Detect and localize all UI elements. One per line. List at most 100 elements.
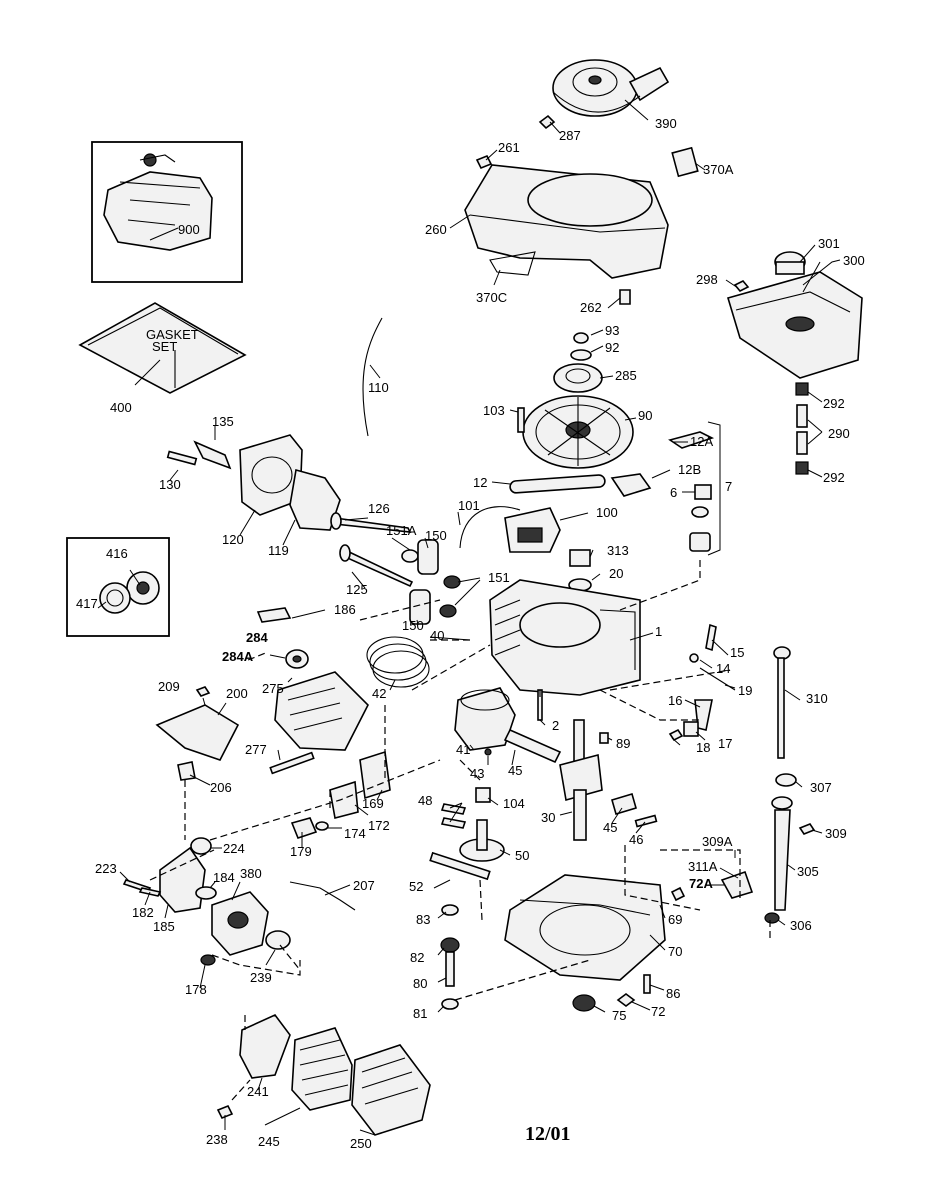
part-number-label-309: 309 bbox=[825, 826, 847, 841]
gasket-set-part-400[interactable] bbox=[78, 302, 247, 394]
washer-part-7a[interactable] bbox=[691, 506, 709, 518]
valve-cover-part-7b[interactable] bbox=[689, 532, 711, 552]
gasket-part-186[interactable] bbox=[256, 607, 292, 623]
spring-part-150-lower[interactable] bbox=[409, 589, 431, 625]
rewind-starter-part-390[interactable] bbox=[552, 59, 670, 117]
part-174[interactable] bbox=[315, 821, 329, 831]
clamp-part-292-bottom[interactable] bbox=[795, 461, 809, 475]
flywheel-part-90[interactable] bbox=[522, 395, 634, 469]
screw-part-103[interactable] bbox=[517, 407, 525, 433]
carburetor-part-380[interactable] bbox=[211, 891, 269, 956]
wire-part-101[interactable] bbox=[459, 506, 521, 549]
washer-part-81[interactable] bbox=[441, 998, 459, 1010]
retainer-part-151A[interactable] bbox=[401, 549, 419, 563]
seal-part-306[interactable] bbox=[764, 912, 780, 924]
plug-part-72[interactable] bbox=[616, 993, 636, 1007]
seal-part-75[interactable] bbox=[572, 994, 596, 1012]
part-number-label-380: 380 bbox=[240, 866, 262, 881]
screw-part-86[interactable] bbox=[643, 974, 651, 994]
retainer-part-151-a[interactable] bbox=[443, 575, 461, 589]
cam-gear-part-50[interactable] bbox=[459, 819, 505, 862]
screw-part-309[interactable] bbox=[798, 823, 816, 835]
part-179[interactable] bbox=[290, 817, 318, 839]
piston-part-41[interactable] bbox=[454, 687, 516, 751]
part-17[interactable] bbox=[683, 721, 699, 737]
part-14[interactable] bbox=[689, 653, 699, 663]
o-ring-part-239[interactable] bbox=[265, 930, 291, 950]
air-cleaner-base-part-241[interactable] bbox=[239, 1014, 291, 1079]
cylinder-block-part-1[interactable] bbox=[489, 579, 641, 696]
intake-manifold-part-185[interactable] bbox=[159, 846, 206, 913]
filter-part-245[interactable] bbox=[291, 1027, 353, 1111]
screw-part-238[interactable] bbox=[216, 1104, 234, 1120]
decal-part-370A[interactable] bbox=[671, 146, 699, 178]
engine-assembly-part-900[interactable] bbox=[103, 153, 213, 251]
key-part-417[interactable] bbox=[99, 582, 131, 614]
dipstick-tube-part-305[interactable] bbox=[771, 796, 793, 911]
connecting-rod-part-45[interactable] bbox=[503, 728, 562, 764]
part-6[interactable] bbox=[694, 484, 712, 500]
fuel-line-part-290-b[interactable] bbox=[796, 431, 808, 455]
fuel-tank-part-300[interactable] bbox=[727, 271, 863, 379]
screw-part-69[interactable] bbox=[670, 886, 686, 902]
screw-part-277[interactable] bbox=[269, 751, 315, 775]
armature-part-100[interactable] bbox=[504, 507, 561, 553]
link-part-207[interactable] bbox=[289, 881, 356, 911]
part-number-label-7: 7 bbox=[725, 479, 732, 494]
part-number-label-292a: 292 bbox=[823, 396, 845, 411]
fuel-cap-part-301[interactable] bbox=[774, 251, 806, 275]
gasket-part-172[interactable] bbox=[329, 780, 359, 819]
piston-rings-part-42[interactable] bbox=[366, 636, 430, 688]
seal-part-313[interactable] bbox=[569, 549, 591, 567]
nut-part-93[interactable] bbox=[573, 332, 589, 344]
gasket-part-184[interactable] bbox=[195, 886, 217, 900]
muffler-part-275[interactable] bbox=[274, 671, 369, 751]
bolt-part-46[interactable] bbox=[634, 814, 658, 828]
oil-pump-gear-part-82[interactable] bbox=[440, 937, 460, 987]
dipstick-part-310[interactable] bbox=[773, 646, 791, 759]
part-number-label-239: 239 bbox=[250, 970, 272, 985]
screw-part-18[interactable] bbox=[668, 728, 684, 742]
screw-part-262[interactable] bbox=[619, 289, 631, 305]
shaft-part-52[interactable] bbox=[429, 851, 491, 881]
rod-cap-part-45[interactable] bbox=[611, 793, 637, 815]
screw-part-209[interactable] bbox=[195, 686, 211, 697]
fuel-line-part-290-a[interactable] bbox=[796, 404, 808, 428]
gasket-part-169[interactable] bbox=[359, 750, 391, 800]
part-104[interactable] bbox=[475, 787, 491, 803]
cover-part-250[interactable] bbox=[351, 1044, 431, 1136]
head-gasket-part-119[interactable] bbox=[289, 468, 341, 531]
clamp-part-292-top[interactable] bbox=[795, 382, 809, 396]
control-bracket-part-200[interactable] bbox=[155, 704, 240, 761]
nut-part-178[interactable] bbox=[200, 954, 216, 966]
part-number-label-20: 20 bbox=[609, 566, 623, 581]
flywheel-part-416[interactable] bbox=[126, 571, 160, 605]
clip-part-12A[interactable] bbox=[668, 431, 715, 449]
fan-part-285[interactable] bbox=[553, 363, 603, 393]
sump-part-70[interactable] bbox=[504, 874, 666, 981]
screw-part-48-a[interactable] bbox=[440, 803, 467, 815]
screw-part-298[interactable] bbox=[733, 280, 750, 292]
o-ring-part-307[interactable] bbox=[775, 773, 797, 787]
crankshaft-part-30[interactable] bbox=[559, 719, 603, 841]
part-206[interactable] bbox=[177, 761, 196, 781]
breather-tube-part-12[interactable] bbox=[509, 474, 606, 494]
screw-part-48-b[interactable] bbox=[440, 817, 467, 829]
screw-part-287[interactable] bbox=[538, 114, 556, 130]
governor-link-part-15[interactable] bbox=[705, 623, 717, 652]
bolt-part-130[interactable] bbox=[166, 450, 198, 466]
part-number-label-417: 417 bbox=[76, 596, 98, 611]
spark-plug-part-135[interactable] bbox=[193, 440, 232, 470]
part-224[interactable] bbox=[190, 837, 212, 855]
bracket-part-311A[interactable] bbox=[720, 870, 754, 899]
plug-part-12B[interactable] bbox=[610, 473, 652, 497]
washer-part-92[interactable] bbox=[570, 349, 592, 361]
retainer-part-151-b[interactable] bbox=[439, 604, 457, 618]
blower-housing-part-260[interactable] bbox=[464, 164, 669, 279]
part-number-label-41: 41 bbox=[456, 742, 470, 757]
part-16[interactable] bbox=[694, 699, 713, 731]
spring-part-150-upper[interactable] bbox=[417, 539, 439, 575]
part-89[interactable] bbox=[599, 732, 609, 744]
ground-wire-part-110[interactable] bbox=[362, 317, 383, 437]
clip-part-43[interactable] bbox=[484, 748, 492, 756]
